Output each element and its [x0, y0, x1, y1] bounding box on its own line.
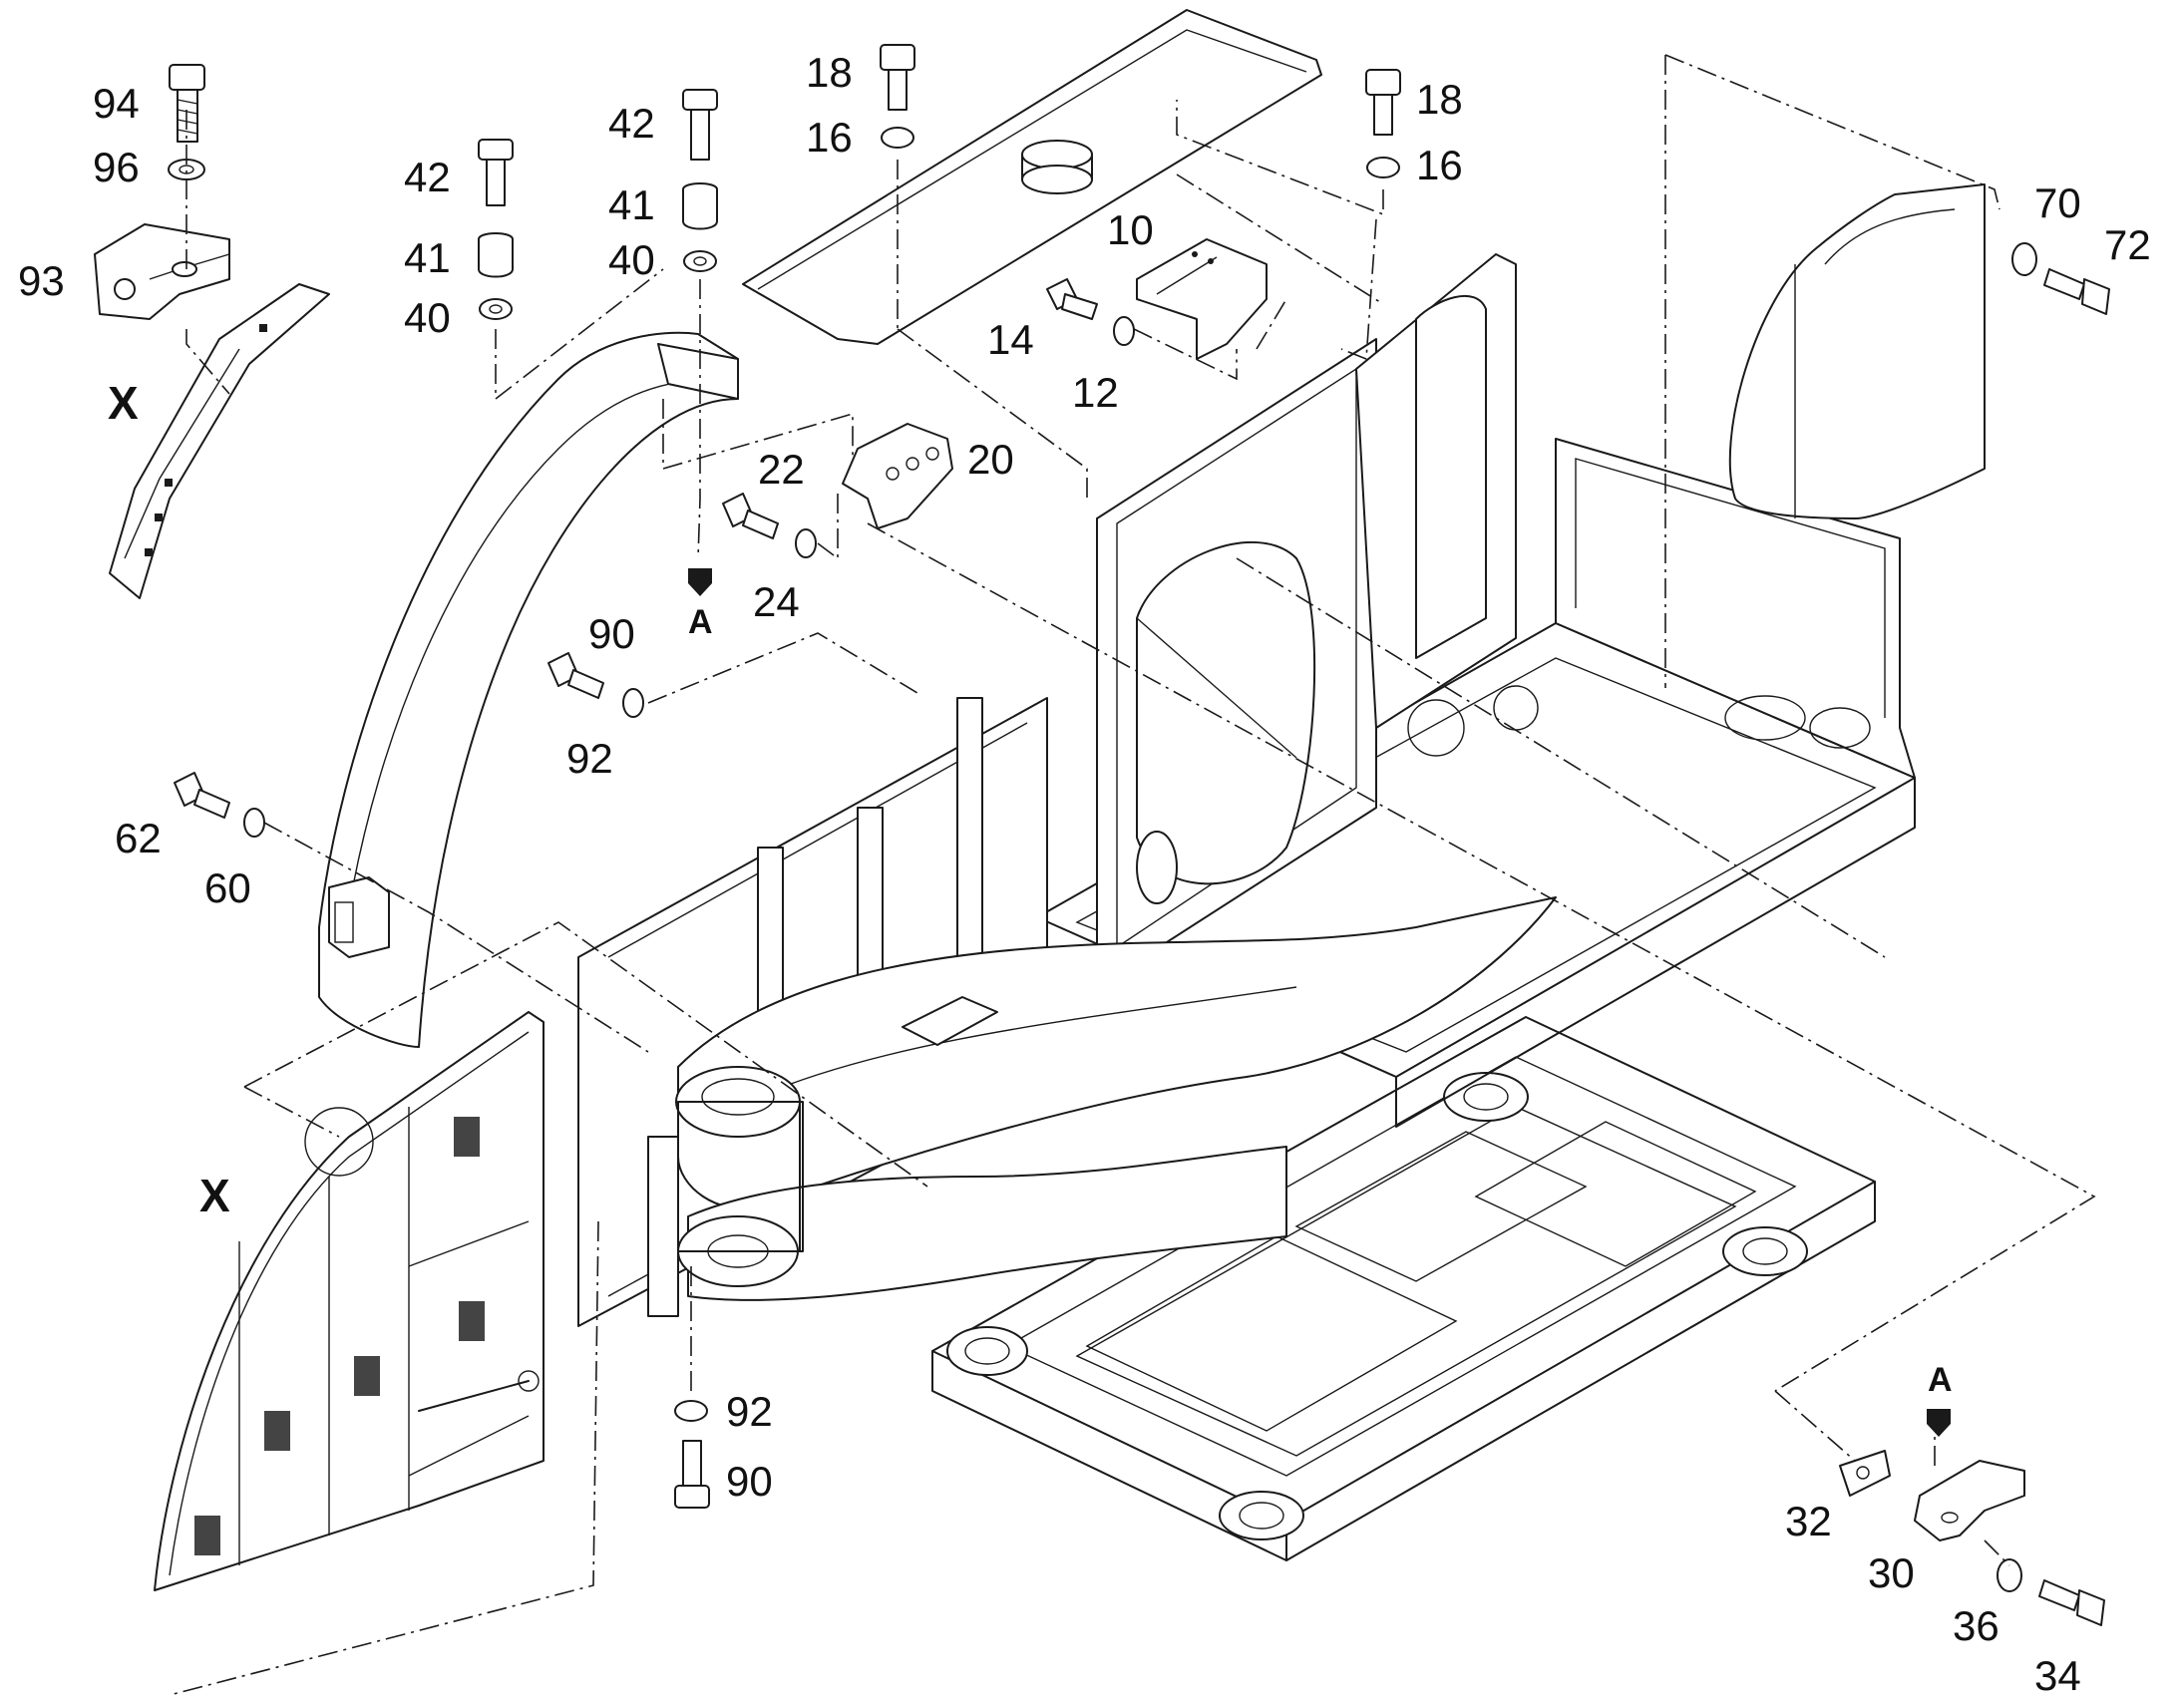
label-32: 32 [1785, 1498, 1832, 1544]
label-92-upper: 92 [566, 735, 613, 782]
arrow-a-left [688, 568, 712, 596]
label-72: 72 [2104, 221, 2151, 268]
part-labels: 94 96 93 42 41 40 42 41 40 18 16 18 16 7… [18, 49, 2151, 1699]
label-16-right: 16 [1416, 142, 1463, 188]
label-42-left: 42 [404, 154, 451, 200]
label-93: 93 [18, 257, 65, 304]
label-20: 20 [967, 436, 1014, 483]
curved-side-panel [318, 331, 739, 1048]
label-14: 14 [987, 316, 1034, 363]
mesh-patches [194, 1117, 485, 1555]
label-41-center: 41 [608, 181, 655, 228]
fastener-36-34 [1997, 1558, 2105, 1626]
fastener-column-42-41-40-left [478, 139, 514, 320]
label-18-left: 18 [806, 49, 853, 96]
label-42-center: 42 [608, 100, 655, 147]
fastener-70-72 [2011, 242, 2110, 315]
label-16-left: 16 [806, 114, 853, 161]
label-40-center: 40 [608, 236, 655, 283]
label-96: 96 [93, 144, 140, 190]
label-36: 36 [1953, 1602, 1999, 1649]
mesh-side-door [154, 1011, 545, 1591]
label-70: 70 [2034, 179, 2081, 226]
bracket-93 [94, 223, 230, 320]
top-cover-plate [742, 9, 1322, 345]
fastener-column-94-96 [168, 64, 205, 180]
bracket-30-32 [1839, 1450, 2025, 1541]
fastener-14-12 [1046, 278, 1135, 346]
marker-x-top: X [108, 377, 139, 429]
label-34: 34 [2034, 1652, 2081, 1699]
label-62: 62 [115, 815, 162, 861]
fastener-92-90-lower [674, 1400, 710, 1509]
fastener-18-16-right [1365, 69, 1401, 178]
detail-x-strip [109, 283, 330, 599]
label-90-lower: 90 [726, 1458, 773, 1505]
fastener-22-24 [722, 493, 817, 558]
label-90-upper: 90 [588, 610, 635, 657]
fastener-62-60 [174, 772, 265, 838]
label-24: 24 [753, 578, 800, 625]
fastener-18-16-left [880, 44, 915, 149]
detail-markers: X X A A [108, 377, 1953, 1399]
label-22: 22 [758, 446, 805, 493]
round-cover-plate [1728, 183, 1986, 519]
marker-x-side: X [199, 1170, 230, 1221]
label-92-lower: 92 [726, 1388, 773, 1435]
label-10: 10 [1107, 206, 1154, 253]
bracket-10 [1136, 238, 1268, 360]
label-40-left: 40 [404, 294, 451, 341]
leader-lines [169, 54, 2096, 1696]
fastener-90-92-upper [547, 652, 644, 718]
marker-a-right: A [1928, 1361, 1953, 1399]
bracket-20 [842, 423, 953, 529]
label-12: 12 [1072, 369, 1119, 416]
label-30: 30 [1868, 1549, 1915, 1596]
label-60: 60 [204, 864, 251, 911]
fastener-column-42-41-40-center [682, 89, 718, 272]
label-41-left: 41 [404, 234, 451, 281]
marker-a-left: A [688, 603, 713, 641]
label-94: 94 [93, 80, 140, 127]
label-18-right: 18 [1416, 76, 1463, 123]
main-frame [577, 253, 1916, 1561]
arrow-a-right [1927, 1409, 1951, 1437]
